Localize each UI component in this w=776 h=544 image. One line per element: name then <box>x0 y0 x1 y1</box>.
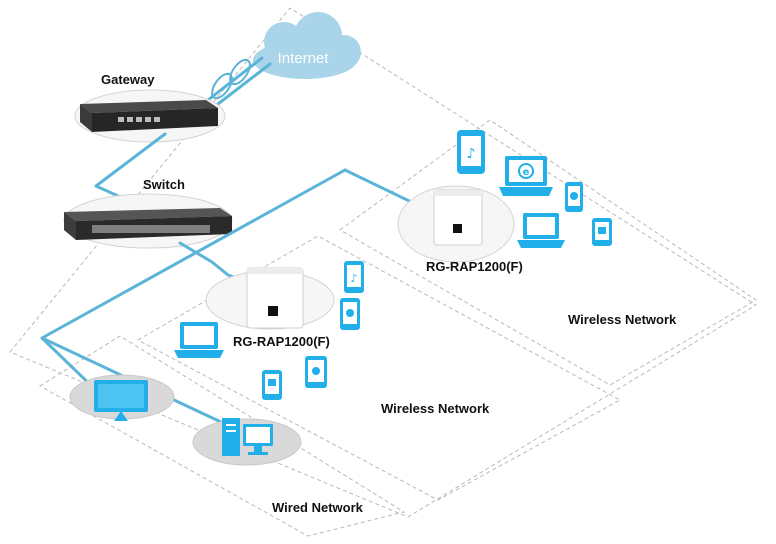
switch-label: Switch <box>143 177 185 192</box>
monitor-icon <box>94 380 148 421</box>
laptop-icon <box>174 322 224 358</box>
cloud-icon <box>253 12 361 79</box>
smartphone-icon: ♪ <box>457 130 485 174</box>
network-zones <box>9 7 757 537</box>
smartphone-icon: ♪ <box>344 261 364 293</box>
internet-label: Internet <box>278 50 330 67</box>
zone-wireless-right <box>339 119 757 386</box>
ap-right-label: RG-RAP1200(F) <box>426 259 523 274</box>
browser-icon: e <box>518 163 534 179</box>
ap-middle-node: RG-RAP1200(F) <box>205 267 335 349</box>
tablet-icon <box>592 218 612 246</box>
uplink-line-2 <box>216 62 272 106</box>
ap-right-node: RG-RAP1200(F) <box>397 185 523 274</box>
smartphone-icon <box>305 356 327 388</box>
smartphone-icon <box>340 298 360 330</box>
gateway-label: Gateway <box>101 72 155 87</box>
svg-text:♪: ♪ <box>350 272 357 285</box>
ap-middle-label: RG-RAP1200(F) <box>233 334 330 349</box>
gateway-router-icon <box>80 100 218 132</box>
wireless-devices-middle: ♪ <box>174 261 364 400</box>
svg-text:e: e <box>523 167 530 178</box>
wired-network-label: Wired Network <box>272 500 364 515</box>
laptop-icon <box>517 213 565 248</box>
desktop-computer-icon <box>222 418 273 456</box>
wireless-network-label-right: Wireless Network <box>568 312 677 327</box>
gateway-node: Gateway <box>74 72 226 143</box>
tablet-icon <box>262 370 282 400</box>
zone-wireless-middle <box>136 235 622 501</box>
switch-node: Switch <box>63 177 233 249</box>
wireless-devices-right: ♪ e <box>457 130 612 248</box>
uplink-ring-2 <box>229 58 251 86</box>
internet-uplink <box>206 56 272 106</box>
laptop-icon: e <box>499 156 553 196</box>
zone-wired <box>39 335 406 537</box>
svg-text:♪: ♪ <box>467 146 476 162</box>
uplink-line-1 <box>206 56 264 102</box>
wired-devices <box>69 374 302 466</box>
internet-cloud: Internet <box>253 12 361 79</box>
access-point-icon <box>246 267 304 329</box>
smartphone-icon <box>565 182 583 212</box>
wireless-network-label-middle: Wireless Network <box>381 401 490 416</box>
network-switch-icon <box>64 208 232 240</box>
access-point-icon <box>433 189 483 246</box>
